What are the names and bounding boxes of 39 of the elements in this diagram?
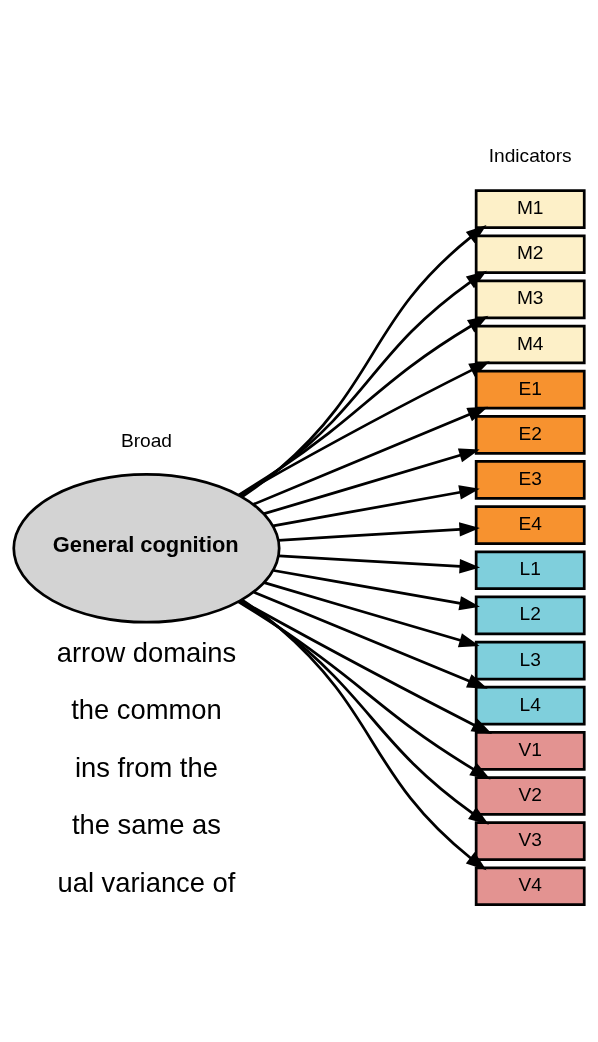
node-box: V3 (474, 821, 586, 861)
label: ins from the (74, 751, 218, 783)
node-box: L2 (474, 595, 586, 636)
arrow (263, 581, 480, 648)
label: the common (71, 694, 222, 726)
arrow (241, 598, 487, 871)
node-ellipse: General cognition (12, 473, 281, 624)
node-box: E1 (474, 369, 586, 410)
arrow (252, 406, 489, 506)
label: ual variance of (57, 866, 236, 898)
node-box: M3 (474, 279, 586, 320)
label: arrow domains (56, 636, 237, 668)
arrow (237, 600, 491, 780)
node-box: M4 (474, 324, 586, 365)
node-box: E2 (474, 414, 586, 455)
arrow (241, 225, 487, 498)
node-box: M1 (474, 189, 586, 229)
label: Indicators (488, 145, 572, 167)
arrow (237, 315, 489, 497)
node-box: M2 (474, 234, 586, 275)
arrow (273, 569, 480, 611)
arrow (238, 361, 490, 497)
arrow (253, 590, 488, 689)
arrow (239, 599, 490, 825)
node-box: V4 (474, 866, 586, 907)
arrow (239, 270, 487, 498)
node-box: L4 (474, 685, 586, 726)
arrow (278, 522, 480, 542)
node-box: E4 (474, 505, 586, 545)
node-box: L3 (474, 640, 586, 681)
node-box: E3 (474, 460, 586, 500)
node-box: V1 (474, 731, 586, 771)
node-box: V2 (474, 776, 586, 816)
arrow (272, 485, 480, 528)
label: Broad (120, 429, 172, 451)
arrow (278, 554, 481, 574)
arrow (263, 448, 480, 515)
label: the same as (71, 809, 221, 841)
node-box: L1 (474, 550, 586, 591)
